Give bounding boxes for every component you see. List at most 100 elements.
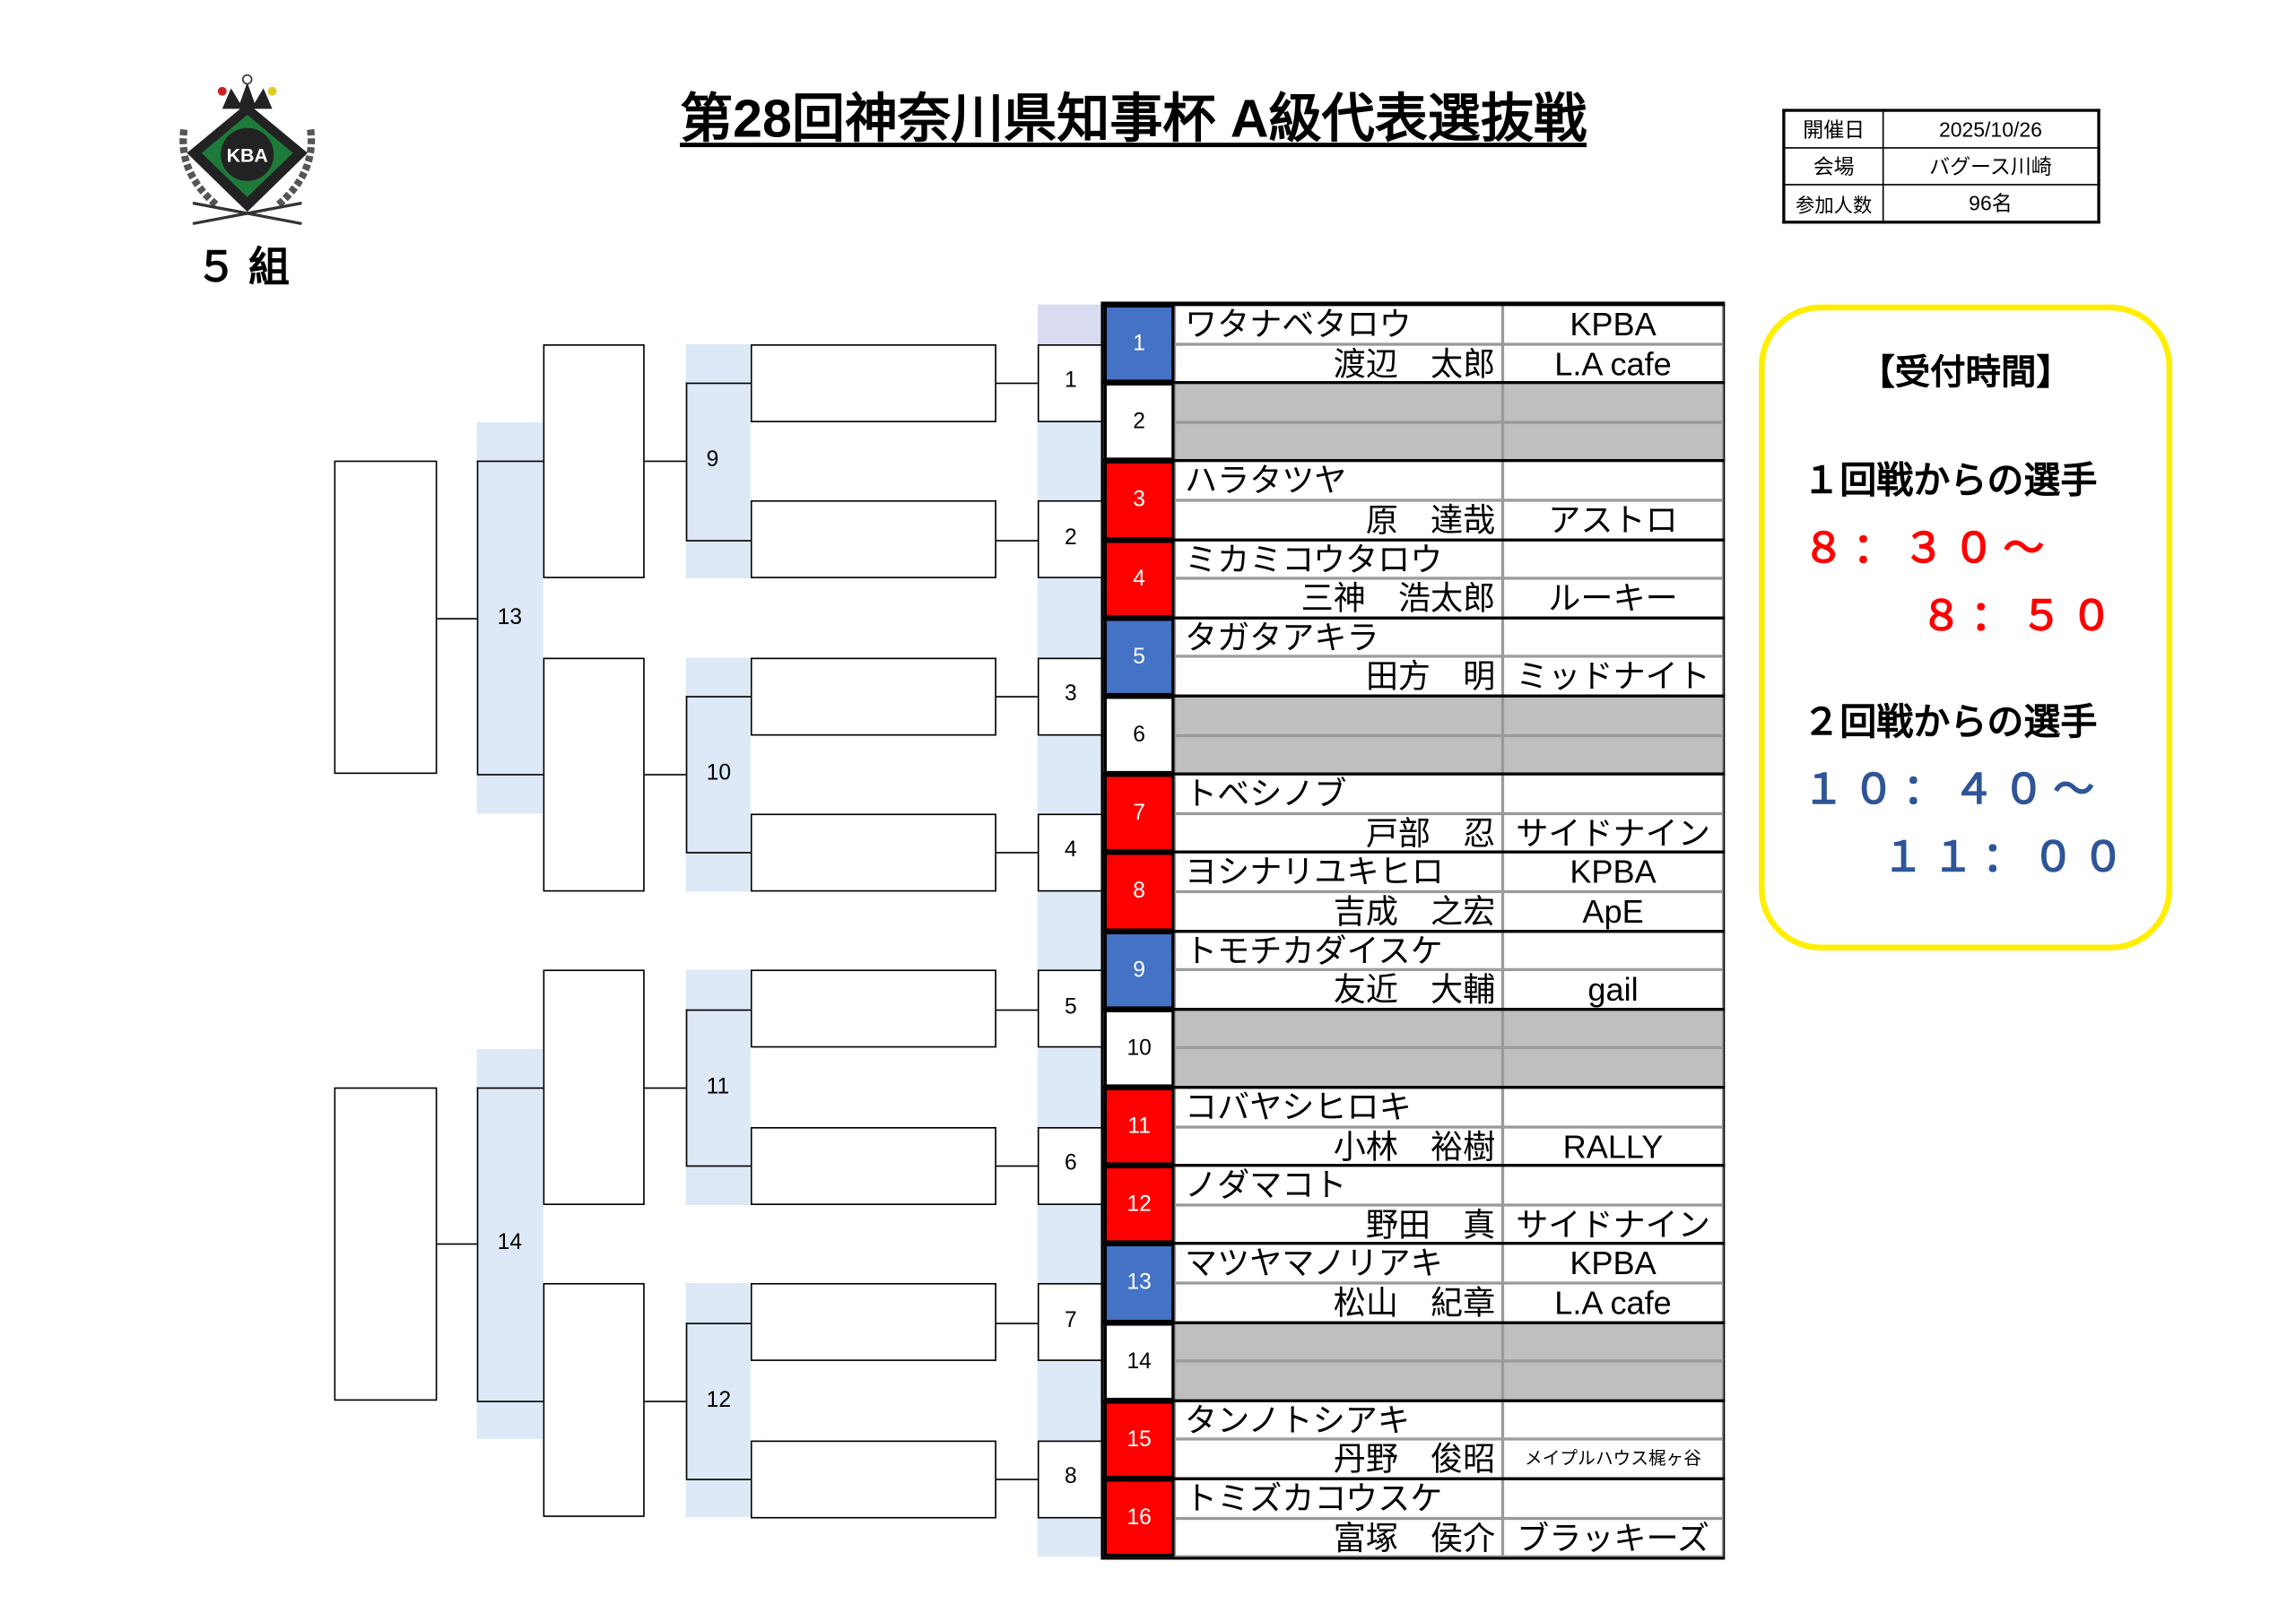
bracket-line <box>685 1479 751 1480</box>
player-club-top <box>1502 774 1724 814</box>
row-divider <box>1100 1086 1726 1089</box>
bracket-line <box>476 1400 544 1402</box>
player-kana: トミズカコウスケ <box>1174 1479 1503 1518</box>
player-kana: コバヤシヒロキ <box>1174 1087 1503 1127</box>
round3-strip <box>476 421 544 813</box>
player-club: ミッドナイト <box>1502 656 1724 697</box>
player-name: 田方 明 <box>1174 656 1503 697</box>
round3-entry-box[interactable] <box>543 656 645 892</box>
player-club-top <box>1502 1479 1724 1518</box>
round3-strip <box>476 1048 544 1440</box>
bracket-line <box>476 1087 479 1401</box>
connector-line <box>996 1322 1038 1324</box>
bracket-line <box>685 539 751 542</box>
bracket-line <box>476 1087 544 1089</box>
semifinal-entry-box[interactable] <box>334 461 438 775</box>
player-name: 三神 浩太郎 <box>1174 578 1503 618</box>
round1-match-box[interactable] <box>1037 969 1104 1048</box>
player-club: ブラッキーズ <box>1502 1517 1724 1557</box>
seed-number-cell: 9 <box>1103 931 1175 1010</box>
round1-match-box[interactable] <box>1037 343 1104 422</box>
round2-entry-box[interactable] <box>750 500 996 579</box>
reception-time-panel: 【受付時間】 １回戦からの選手 ８：３０～ ８：５０ ２回戦からの選手 １０：４… <box>1758 304 2173 951</box>
round3-entry-box[interactable] <box>543 343 645 579</box>
info-value: 2025/10/26 <box>1882 109 2100 149</box>
round2-label: ２回戦からの選手 <box>1803 701 2098 743</box>
player-club: RALLY <box>1502 1126 1724 1166</box>
round2-entry-box[interactable] <box>750 969 996 1048</box>
seed-number-cell: 14 <box>1103 1322 1175 1401</box>
seed-number-cell: 7 <box>1103 774 1175 853</box>
round2-entry-box[interactable] <box>750 343 996 422</box>
player-kana: ヨシナリユキヒロ <box>1174 852 1503 892</box>
row-divider <box>1100 1320 1726 1324</box>
player-kana: タガタアキラ <box>1174 617 1503 657</box>
player-name: 丹野 俊昭 <box>1174 1439 1503 1479</box>
seed-number-cell: 5 <box>1103 617 1175 697</box>
player-name: 渡辺 太郎 <box>1174 343 1503 383</box>
round1-match-box[interactable] <box>1037 500 1104 579</box>
player-kana: ワタナベタロウ <box>1174 304 1503 344</box>
player-kana <box>1174 1322 1503 1362</box>
round2-entry-box[interactable] <box>750 1283 996 1362</box>
player-club-top <box>1502 382 1724 422</box>
connector-line <box>996 539 1038 542</box>
bracket-line <box>437 617 477 620</box>
round1-match-box[interactable] <box>1037 1126 1104 1205</box>
player-name: 原 達哉 <box>1174 499 1503 540</box>
player-kana: ハラタツヤ <box>1174 461 1503 500</box>
connector-line <box>996 1009 1038 1011</box>
row-divider <box>1100 694 1726 698</box>
seed-number-cell: 13 <box>1103 1244 1175 1323</box>
player-club-top <box>1502 1400 1724 1440</box>
player-club-top <box>1502 1322 1724 1362</box>
seed-number-cell: 11 <box>1103 1087 1175 1166</box>
player-club <box>1502 734 1724 775</box>
player-name: 友近 大輔 <box>1174 969 1503 1010</box>
kba-logo-icon: KBA <box>179 74 316 226</box>
player-kana <box>1174 382 1503 422</box>
bracket-line <box>476 461 544 463</box>
seed-number-cell: 16 <box>1103 1479 1175 1557</box>
round2-entry-box[interactable] <box>750 656 996 735</box>
reception-title: 【受付時間】 <box>1859 352 2072 394</box>
player-name: 松山 紀章 <box>1174 1282 1503 1323</box>
bracket-line <box>685 1322 688 1479</box>
player-club: サイドナイン <box>1502 813 1724 853</box>
seed-number-cell: 12 <box>1103 1165 1175 1245</box>
kba-logo: KBA <box>166 71 328 233</box>
round2-entry-box[interactable] <box>750 1126 996 1205</box>
round1-match-number: 8 <box>1064 1463 1077 1489</box>
row-divider <box>1100 1007 1726 1011</box>
round2-time-from: １０：４０～ <box>1803 766 2104 812</box>
player-kana <box>1174 696 1503 735</box>
round3-entry-box[interactable] <box>543 969 645 1205</box>
round1-match-box[interactable] <box>1037 813 1104 892</box>
player-club: ApE <box>1502 891 1724 932</box>
round3-entry-box[interactable] <box>543 1283 645 1518</box>
bracket-line <box>685 382 751 385</box>
row-divider <box>1100 929 1726 932</box>
bracket-line <box>644 1087 686 1089</box>
connector-line <box>996 1165 1038 1167</box>
player-name: 野田 真 <box>1174 1204 1503 1245</box>
info-value: バグース川崎 <box>1882 147 2100 186</box>
bracket-line <box>644 774 686 776</box>
bracket-line <box>685 852 751 854</box>
round2-entry-box[interactable] <box>750 813 996 892</box>
bracket-line <box>685 1165 751 1167</box>
round2-entry-box[interactable] <box>750 1439 996 1518</box>
player-club: gail <box>1502 969 1724 1010</box>
seed-number-cell: 10 <box>1103 1009 1175 1088</box>
player-kana <box>1174 1009 1503 1049</box>
row-divider <box>1100 1164 1726 1167</box>
round2-time-to: １１：００ <box>1882 834 2133 880</box>
round1-strip <box>1037 304 1104 1557</box>
player-club: ルーキー <box>1502 578 1724 618</box>
player-kana: トベシノブ <box>1174 774 1503 814</box>
semifinal-entry-box[interactable] <box>334 1087 438 1401</box>
bracket-line <box>685 1009 688 1166</box>
